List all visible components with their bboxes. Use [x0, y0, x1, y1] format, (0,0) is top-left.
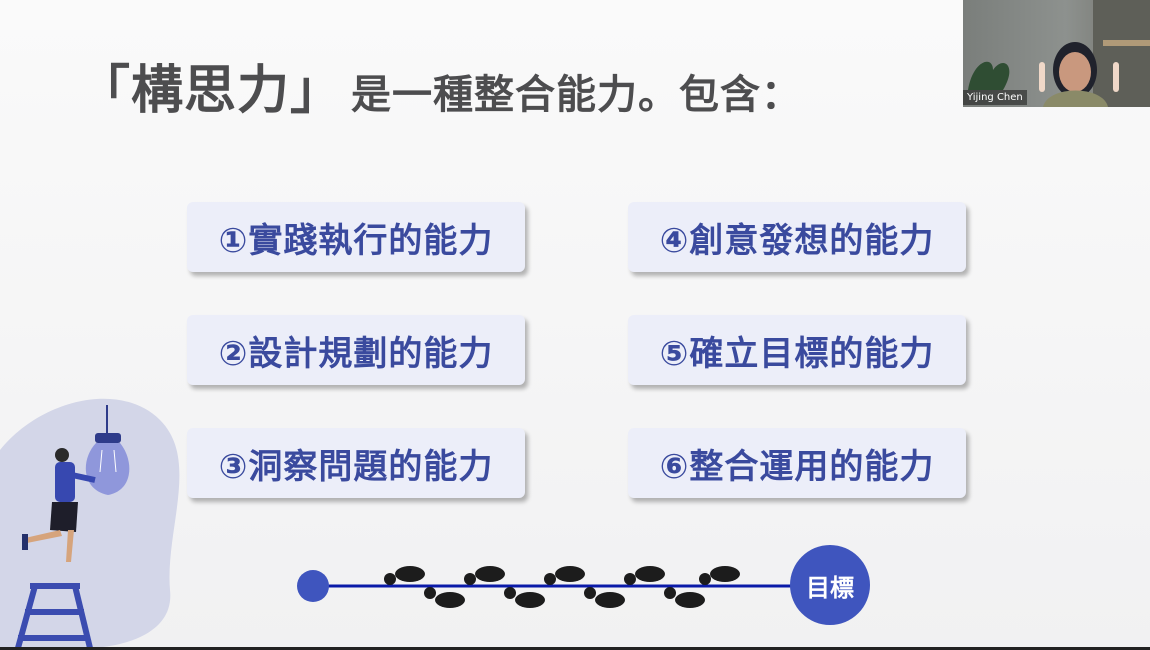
ability-card-2: ②設計規劃的能力 — [187, 315, 525, 385]
start-point — [297, 570, 329, 602]
window-bottom-edge — [0, 647, 1150, 650]
participant-name: Yijing Chen — [963, 90, 1027, 105]
footprints-icon — [384, 566, 740, 608]
ability-card-1: ①實踐執行的能力 — [187, 202, 525, 272]
participant-video-tile[interactable]: Yijing Chen — [963, 0, 1150, 107]
path-timeline — [297, 566, 800, 608]
participant-video-feed — [968, 0, 1150, 107]
title-keyword: 「構思力」 — [78, 61, 344, 121]
lightbulb-illustration — [0, 398, 180, 648]
slide-title: 「構思力」是一種整合能力。包含： — [78, 48, 802, 123]
ability-card-4: ④創意發想的能力 — [628, 202, 966, 272]
title-rest: 是一種整合能力。包含： — [351, 72, 803, 118]
ability-card-3: ③洞察問題的能力 — [187, 428, 525, 498]
ability-card-6: ⑥整合運用的能力 — [628, 428, 966, 498]
ability-card-5: ⑤確立目標的能力 — [628, 315, 966, 385]
goal-circle: 目標 — [790, 545, 870, 625]
